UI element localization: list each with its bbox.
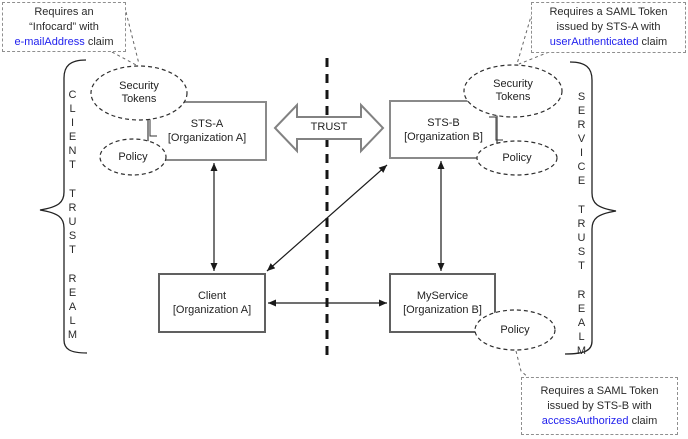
claim-suffix: claim [628, 414, 658, 427]
claim-suffix: claim [84, 35, 114, 48]
claim-suffix: claim [638, 36, 668, 48]
trust-block-arrow [273, 102, 385, 154]
sts-a-token-callout-pointer [516, 12, 533, 65]
infocard-callout-pointer2 [125, 11, 140, 65]
security-tokens-left-label: Security Tokens [119, 80, 159, 105]
claim-name: accessAuthorized [541, 414, 629, 427]
client-trust-realm-label: CLIENT TRUST REALM [64, 89, 80, 343]
service-trust-realm-label: SERVICE TRUST REALM [573, 91, 589, 359]
node-title: MyService [416, 290, 469, 302]
sts-a-token-requirement-callout: Requires a SAML Token issued by STS-A wi… [531, 2, 686, 53]
policy-left-ellipse [99, 138, 167, 176]
node-title: STS-A [190, 118, 224, 130]
node-subtitle: [Organization B] [404, 130, 483, 143]
client-sts-b-arrow [266, 164, 388, 272]
node-subtitle: [Organization A] [167, 132, 247, 144]
callout-line: Requires an [34, 5, 94, 18]
security-tokens-right-label: Security Tokens [493, 78, 533, 103]
callout-line: “Infocard” with [29, 20, 99, 33]
callout-line: Requires a SAML Token [540, 384, 659, 397]
realm-word: TRUST [66, 188, 79, 258]
security-tokens-right-ellipse [463, 64, 563, 118]
callout-line: Requires a SAML Token [549, 6, 668, 18]
client-label: Client [Organization A] [159, 274, 265, 332]
sts-b-token-requirement-callout: Requires a SAML Token issued by STS-B wi… [521, 377, 678, 435]
realm-word: REALM [575, 289, 588, 359]
policy-bottom-ellipse [474, 309, 556, 351]
myservice-label: MyService [Organization B] [390, 274, 495, 332]
sts-a-label: STS-A [Organization A] [148, 102, 266, 160]
realm-word: SERVICE [575, 91, 588, 189]
sts-b-label: STS-B [Organization B] [390, 101, 497, 158]
callout-line: accessAuthorized claim [542, 414, 658, 429]
policy-bottom-label: Policy [500, 324, 530, 336]
sts-b-token-callout-pointer [515, 350, 530, 379]
sts-b-ellipse-connector [489, 116, 503, 141]
realm-word: REALM [66, 273, 79, 343]
node-title: STS-B [427, 116, 460, 129]
client-box [158, 273, 266, 333]
node-title: Client [197, 290, 227, 302]
node-subtitle: [Organization B] [403, 304, 482, 316]
callout-line: userAuthenticated claim [550, 35, 667, 50]
security-tokens-left-ellipse [90, 65, 188, 121]
infocard-callout-pointer [111, 51, 139, 67]
trust-arrow-label: TRUST [310, 121, 348, 133]
policy-right-ellipse [476, 140, 558, 176]
service-realm-brace [564, 61, 617, 355]
realm-word: TRUST [575, 204, 588, 274]
callout-line: e-mailAddress claim [14, 35, 113, 50]
claim-name: userAuthenticated [549, 36, 639, 48]
myservice-box [389, 273, 496, 333]
callout-line: issued by STS-B with [547, 399, 652, 412]
sts-b-box [389, 100, 498, 159]
realm-word: CLIENT [66, 89, 79, 173]
sts-a-token-callout-pointer2 [518, 51, 550, 65]
sts-a-box [147, 101, 267, 161]
callout-line: issued by STS-A with [556, 21, 661, 33]
client-realm-brace [39, 59, 88, 354]
policy-right-label: Policy [502, 152, 532, 164]
infocard-requirement-callout: Requires an “Infocard” with e-mailAddres… [2, 2, 126, 52]
policy-left-label: Policy [118, 151, 148, 163]
claim-name: e-mailAddress [14, 35, 85, 48]
node-subtitle: [Organization A] [172, 304, 252, 316]
